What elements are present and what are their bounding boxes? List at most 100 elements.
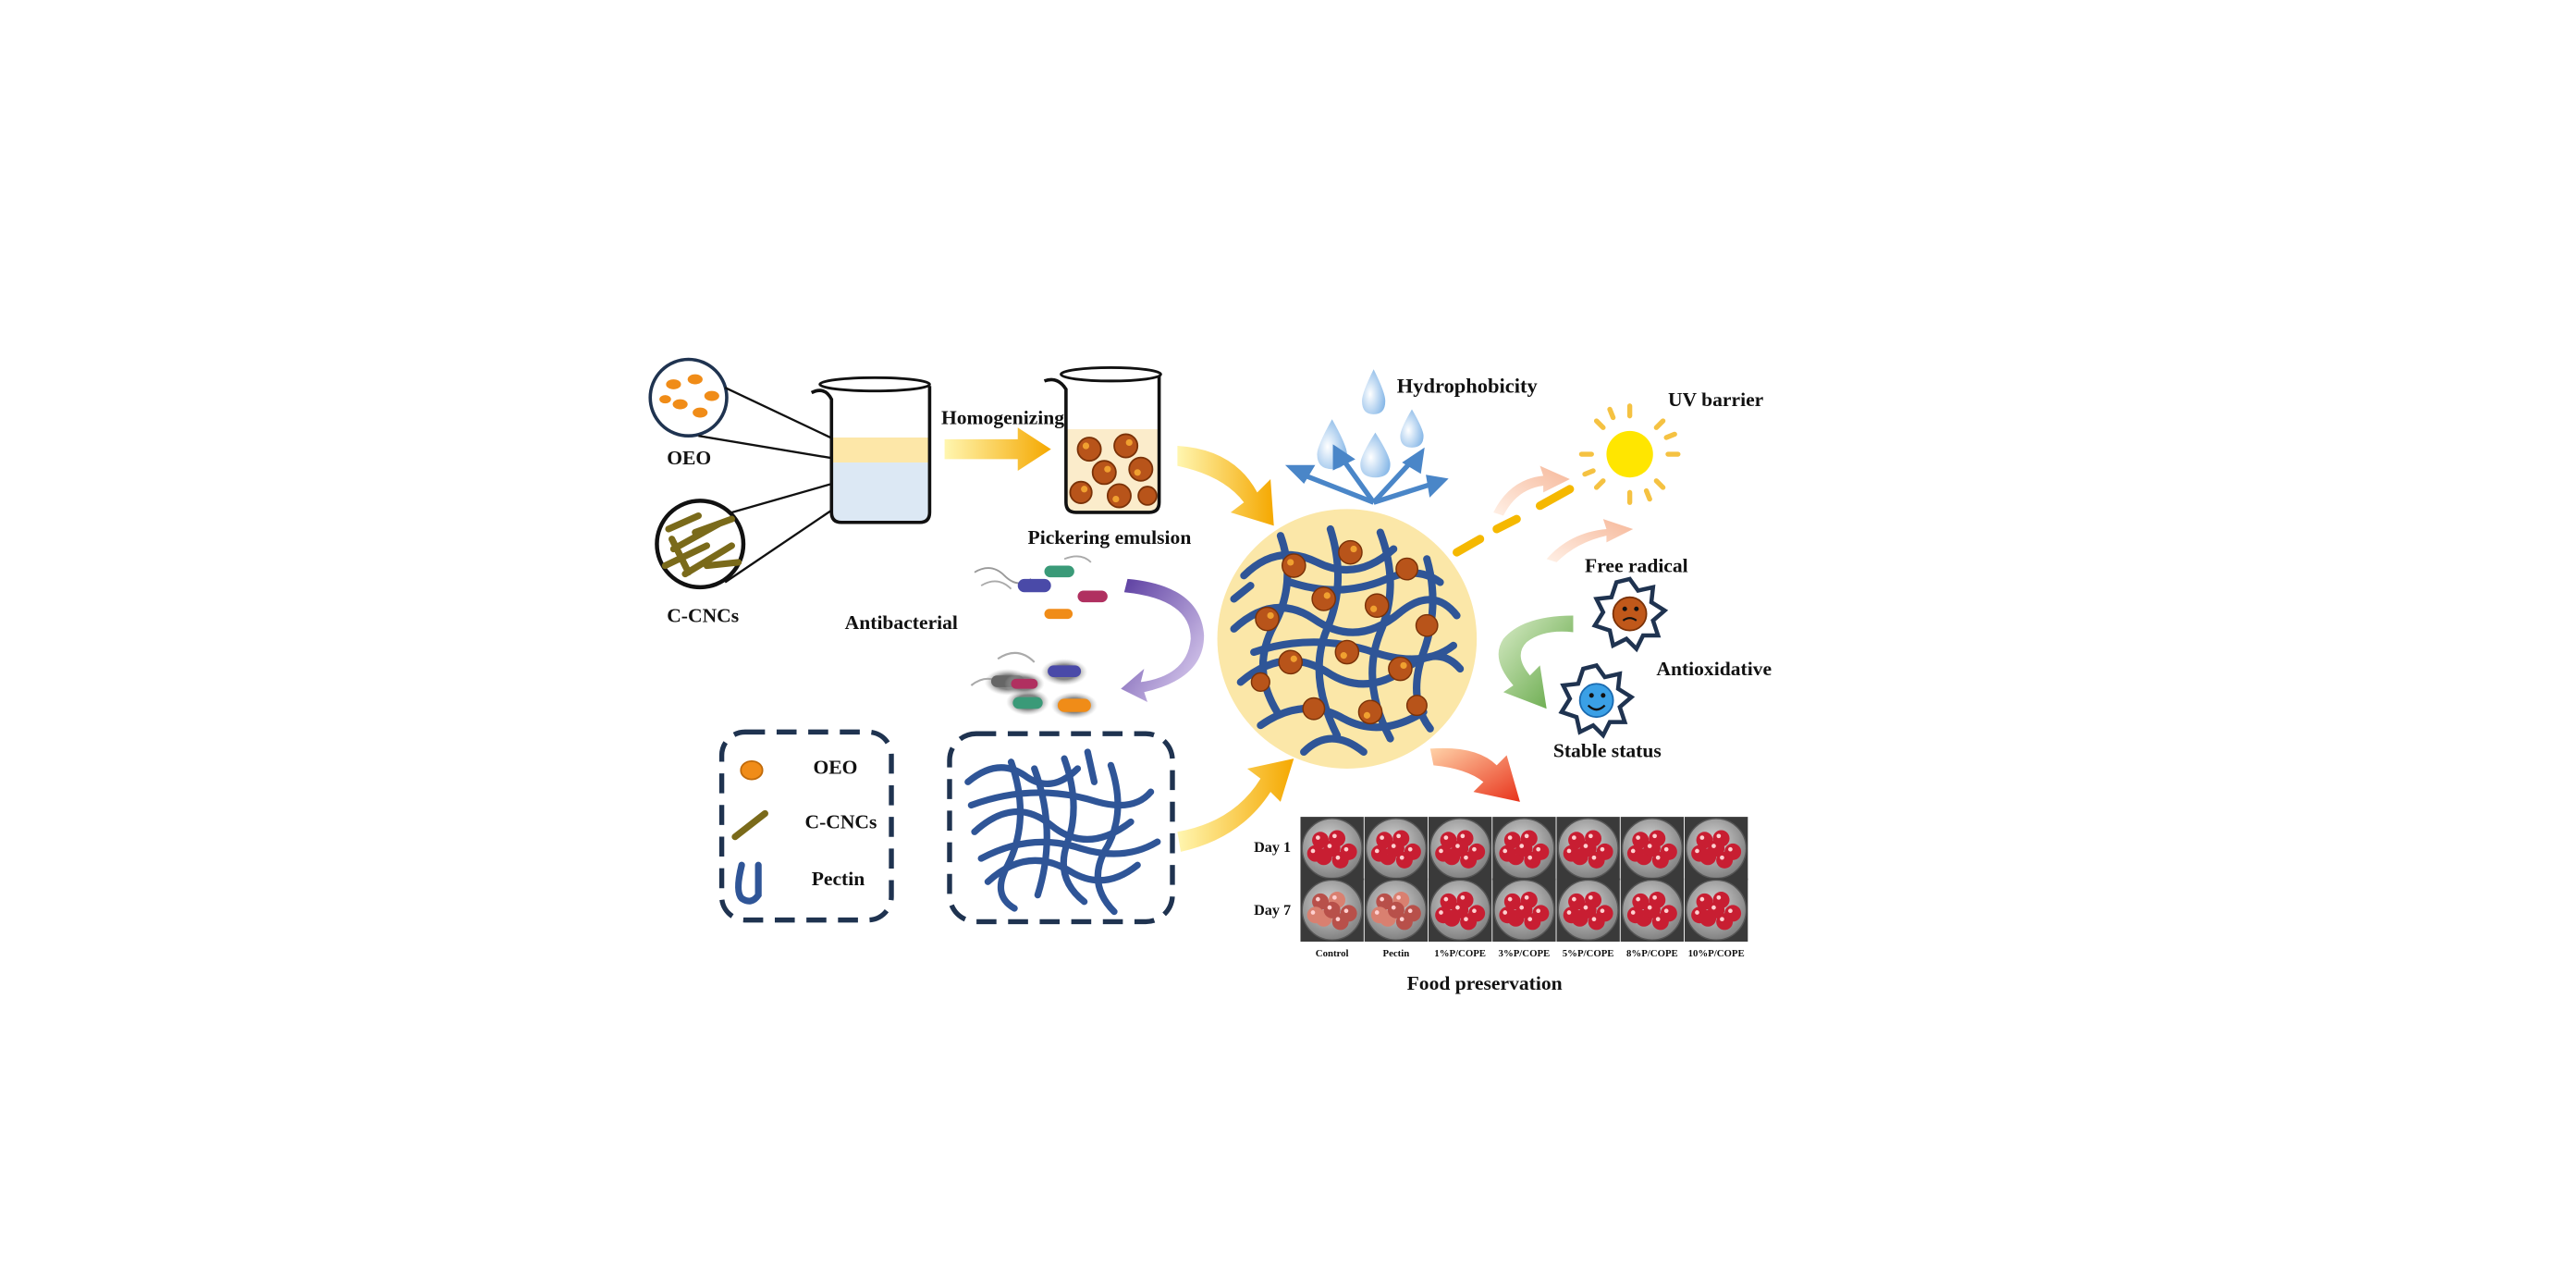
bacteria-killed-group: [970, 651, 1098, 719]
cherry-highlight: [1699, 835, 1705, 840]
cherry: [1376, 832, 1393, 849]
legend-label-ccncs: C-CNCs: [805, 811, 877, 833]
cherry: [1626, 906, 1644, 924]
cherry: [1395, 913, 1413, 931]
cherry-highlight: [1310, 848, 1316, 854]
antioxidative-arrow: [1498, 615, 1574, 709]
cherry: [1588, 851, 1605, 869]
composite-film: [1217, 509, 1478, 769]
cherry: [1376, 893, 1393, 910]
cherry-highlight: [1396, 894, 1401, 900]
cherry: [1435, 906, 1453, 924]
cherry: [1312, 893, 1330, 910]
cherry-highlight: [1536, 908, 1541, 914]
legend-oeo-swatch: [740, 759, 764, 781]
cherry: [1651, 851, 1669, 869]
cherry-highlight: [1647, 844, 1652, 848]
cherry-highlight: [1472, 846, 1477, 852]
cherry: [1716, 913, 1734, 931]
cherry-highlight: [1374, 910, 1380, 915]
cherry-highlight: [1391, 905, 1396, 910]
cherry-highlight: [1695, 910, 1699, 915]
cherry: [1370, 845, 1388, 862]
legend-label-pectin: Pectin: [812, 868, 865, 890]
cherry-highlight: [1310, 910, 1316, 915]
cherry: [1524, 851, 1541, 869]
cherry: [1651, 913, 1669, 931]
antibacterial-label: Antibacterial: [845, 611, 958, 634]
cherry-highlight: [1407, 908, 1413, 914]
cherry-highlight: [1652, 894, 1657, 900]
plate-1-p-cope-day2: [1428, 878, 1492, 942]
plate-control-day2: [1300, 878, 1364, 942]
cherry-highlight: [1316, 896, 1320, 902]
cherry-highlight: [1583, 905, 1589, 910]
uv-reflect-arrows: [1493, 465, 1634, 562]
plate-10-p-cope-day1: [1684, 817, 1748, 881]
cherry-highlight: [1630, 910, 1636, 915]
plate-pectin-day1: [1364, 817, 1429, 881]
cherry-highlight: [1636, 835, 1640, 840]
cherry-highlight: [1399, 917, 1405, 922]
cherry: [1370, 906, 1388, 924]
zoom-lines: [698, 387, 849, 584]
plate-3-p-cope-day2: [1492, 878, 1556, 942]
cherry-highlight: [1396, 833, 1401, 839]
cherry-highlight: [1524, 833, 1529, 839]
arrow-film-to-food: [1429, 747, 1520, 802]
cherry-highlight: [1460, 894, 1466, 900]
cherry-highlight: [1335, 917, 1341, 922]
cherry-highlight: [1720, 917, 1724, 922]
cherry: [1503, 893, 1521, 910]
arrow-pectin-to-film: [1177, 758, 1294, 852]
cherry: [1696, 832, 1713, 849]
cherry-highlight: [1380, 896, 1384, 902]
cherry-highlight: [1399, 855, 1405, 860]
plate-10-p-cope-day2: [1684, 878, 1748, 942]
cherry-highlight: [1716, 894, 1722, 900]
cherry-highlight: [1600, 846, 1605, 852]
cherry: [1691, 906, 1709, 924]
cherry-highlight: [1460, 833, 1466, 839]
cherry-highlight: [1439, 848, 1443, 854]
cherry-highlight: [1527, 855, 1533, 860]
cherry-highlight: [1566, 910, 1572, 915]
cherry-highlight: [1524, 894, 1529, 900]
cherry-highlight: [1332, 894, 1337, 900]
cherry: [1312, 832, 1330, 849]
cherry-highlight: [1728, 908, 1733, 914]
preservation-plates: [1300, 817, 1748, 942]
plate-pectin-day2: [1364, 878, 1429, 942]
sample-label: 5%P/COPE: [1563, 948, 1614, 959]
plate-1-p-cope-day1: [1428, 817, 1492, 881]
cherry: [1632, 832, 1650, 849]
cherry: [1331, 913, 1349, 931]
cherry-highlight: [1699, 896, 1705, 902]
cherry: [1632, 893, 1650, 910]
cherry: [1563, 906, 1580, 924]
cherry: [1524, 913, 1541, 931]
cherry-highlight: [1711, 844, 1716, 848]
cherry-highlight: [1380, 835, 1384, 840]
cherry-highlight: [1572, 835, 1576, 840]
cherry: [1331, 851, 1349, 869]
antibacterial-curved-arrow: [1121, 578, 1205, 703]
cherry: [1306, 845, 1324, 862]
cherry-highlight: [1327, 905, 1332, 910]
plate-8-p-cope-day1: [1620, 817, 1685, 881]
antioxidative-label: Antioxidative: [1656, 658, 1772, 680]
cherry-highlight: [1316, 835, 1320, 840]
cherry-highlight: [1472, 908, 1477, 914]
uv-ray: [1453, 485, 1575, 557]
ccncs-zoom-circle: [655, 499, 746, 590]
cherry-highlight: [1655, 855, 1661, 860]
cherry: [1499, 906, 1516, 924]
cherry-highlight: [1591, 917, 1597, 922]
cherry: [1643, 901, 1661, 919]
cherry-highlight: [1591, 855, 1597, 860]
cherry-highlight: [1572, 896, 1576, 902]
cherry-highlight: [1443, 896, 1449, 902]
plate-5-p-cope-day1: [1556, 817, 1620, 881]
cherry-highlight: [1647, 905, 1652, 910]
cherry: [1460, 851, 1478, 869]
